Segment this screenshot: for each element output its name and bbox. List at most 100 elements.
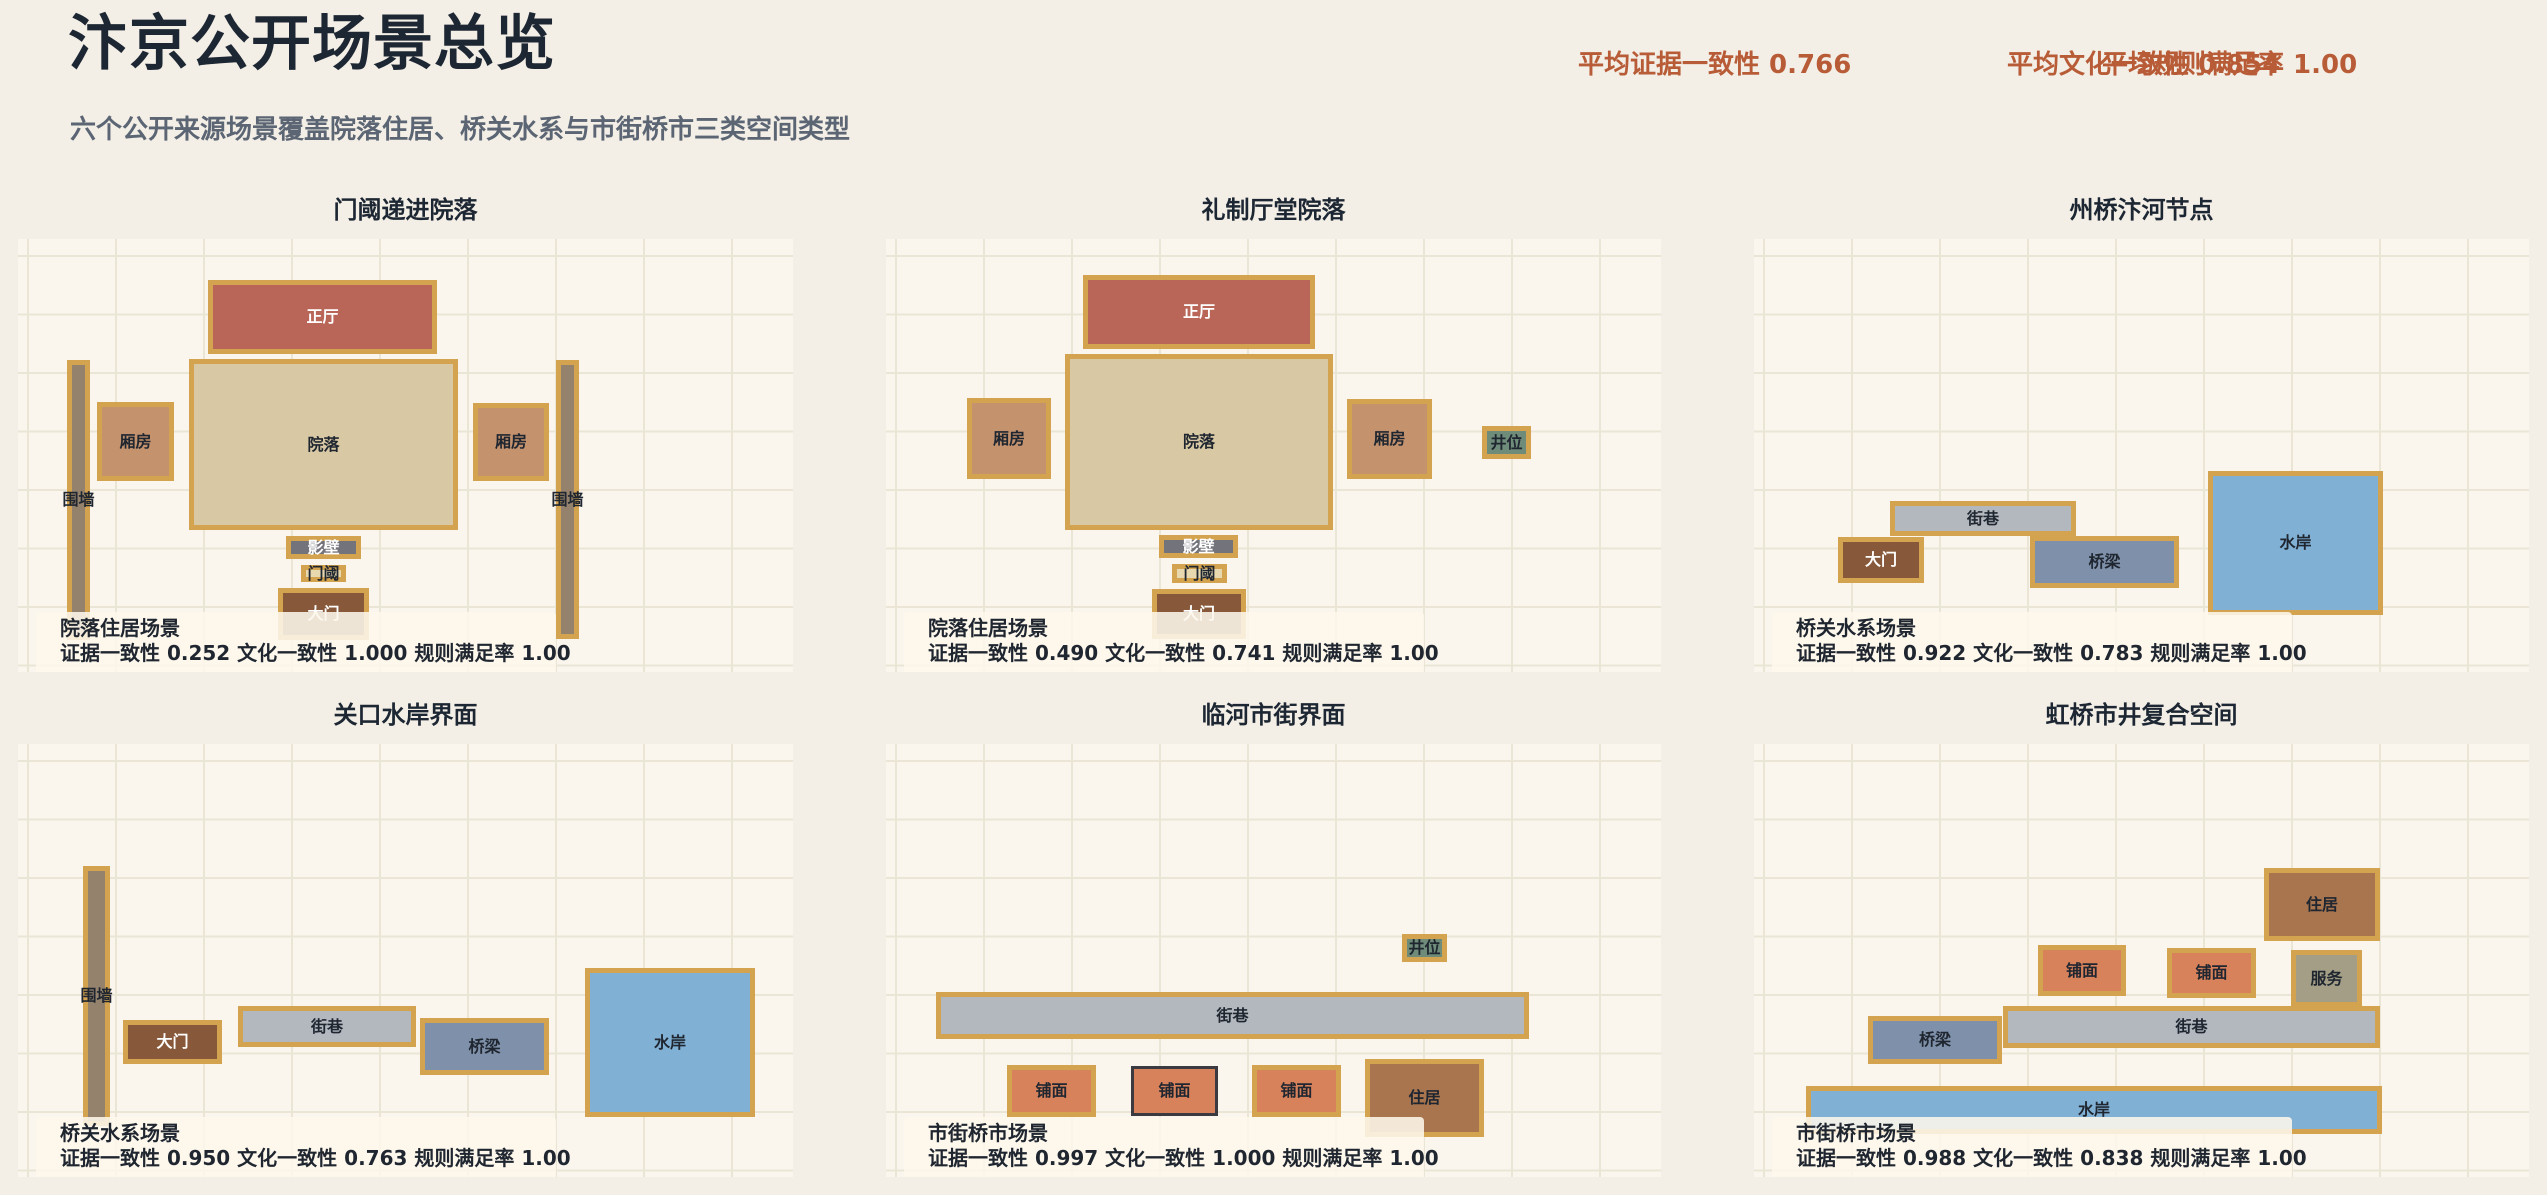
room-label: 围墙	[551, 489, 584, 509]
room-wing-room: 厢房	[473, 403, 549, 481]
stat-avg-culture: 平均文化一致性 0.854	[2007, 50, 2281, 80]
scene-panel: 围墙大门 街巷桥梁 水岸 桥关水系场景 证据一致性 0.950 文化一致性 0.76…	[18, 744, 793, 1177]
room-label: 大门	[156, 1032, 189, 1051]
scene-panel: 正厅院落厢房厢房井位影壁门阈大门 院落住居场景 证据一致性 0.490 文化一致…	[886, 239, 1661, 672]
room-bridge: 桥梁	[420, 1018, 549, 1075]
scene-type-label: 桥关水系场景	[60, 1121, 180, 1145]
room-label: 厢房	[992, 428, 1025, 448]
scene-panel: 街巷大门 桥梁 水岸 桥关水系场景 证据一致性 0.922 文化一致性 0.783 …	[1754, 239, 2529, 672]
room-label: 井位	[1408, 938, 1441, 957]
room-label: 水岸	[2077, 1100, 2110, 1119]
room-label: 服务	[2310, 968, 2343, 988]
scene-panel: 住居铺面 铺面 服务街巷桥梁水岸 市街桥市场景 证据一致性 0.988 文化一致性 …	[1754, 744, 2529, 1177]
scene-panel: 井位街巷铺面 铺面 铺面 住居 市街桥市场景 证据一致性 0.997 文化一致性 1.…	[886, 744, 1661, 1177]
room-label: 桥梁	[1918, 1030, 1951, 1049]
room-dwelling: 住居	[2264, 868, 2380, 941]
room-label: 院落	[1182, 432, 1215, 451]
room-label: 井位	[1490, 432, 1523, 452]
room-enclosure-wall: 围墙	[552, 360, 584, 639]
room-label: 铺面	[2195, 963, 2228, 982]
room-label: 铺面	[1035, 1081, 1068, 1100]
room-wing-room: 厢房	[1347, 399, 1432, 479]
room-street: 街巷	[1890, 501, 2076, 536]
scene-panel: 正厅院落厢房厢房围墙围墙影壁门阈大门 院落住居场景 证据一致性 0.252 文化…	[18, 239, 793, 672]
room-label: 桥梁	[2088, 552, 2121, 571]
room-waterfront: 水岸	[2208, 471, 2383, 615]
scene-info-box: 桥关水系场景 证据一致性 0.950 文化一致性 0.763 规则满足率 1.0…	[36, 1117, 571, 1177]
room-shopfront: 铺面	[2167, 948, 2256, 998]
room-service: 服务	[2291, 950, 2362, 1007]
scene-info-box: 市街桥市场景 证据一致性 0.997 文化一致性 1.000 规则满足率 1.0…	[904, 1117, 1439, 1177]
room-street: 街巷	[936, 992, 1529, 1039]
panel-title: 虹桥市井复合空间	[2045, 700, 2238, 729]
scene-type-label: 市街桥市场景	[1796, 1121, 1916, 1145]
room-main-hall: 正厅	[208, 280, 437, 354]
panel-title: 关口水岸界面	[333, 700, 478, 729]
room-threshold: 门阈	[1172, 564, 1227, 583]
room-shopfront: 铺面	[2038, 945, 2126, 996]
panel-title: 临河市街界面	[1201, 700, 1346, 729]
room-label: 水岸	[653, 1032, 686, 1052]
room-shopfront: 铺面	[1252, 1065, 1341, 1117]
room-well: 井位	[1402, 934, 1447, 962]
scene-metrics: 证据一致性 0.490 文化一致性 0.741 规则满足率 1.00	[928, 641, 1439, 665]
room-bridge: 桥梁	[2030, 536, 2179, 588]
scene-type-label: 桥关水系场景	[1796, 616, 1916, 640]
room-enclosure-wall: 围墙	[80, 866, 113, 1126]
panel-title: 门阈递进院落	[333, 195, 478, 224]
room-screen-wall: 影壁	[1159, 535, 1238, 558]
room-threshold: 门阈	[301, 563, 346, 583]
room-label: 街巷	[310, 1016, 343, 1036]
room-main-gate: 大门	[1838, 537, 1924, 583]
scene-info-box: 院落住居场景 证据一致性 0.252 文化一致性 1.000 规则满足率 1.0…	[36, 612, 571, 672]
page-subtitle: 六个公开来源场景覆盖院落住居、桥关水系与市街桥市三类空间类型	[70, 115, 851, 145]
room-bridge: 桥梁	[1868, 1016, 2002, 1064]
room-street: 街巷	[238, 1006, 416, 1047]
panel-title: 州桥汴河节点	[2069, 195, 2214, 224]
panel-title: 礼制厅堂院落	[1201, 195, 1346, 224]
room-shopfront: 铺面	[1007, 1065, 1096, 1117]
room-courtyard: 院落	[1065, 354, 1333, 530]
stat-avg-rule: 平均规则满足率 1.00	[2102, 50, 2358, 80]
scene-type-label: 市街桥市场景	[928, 1121, 1048, 1145]
scene-type-label: 院落住居场景	[928, 616, 1048, 640]
room-label: 厢房	[119, 431, 152, 451]
room-label: 围墙	[62, 490, 95, 509]
room-label: 影壁	[1182, 536, 1215, 556]
room-label: 大门	[1864, 550, 1897, 569]
room-label: 水岸	[2279, 533, 2312, 552]
room-label: 桥梁	[468, 1036, 501, 1056]
room-label: 围墙	[80, 986, 113, 1005]
room-label: 影壁	[307, 537, 340, 557]
room-label: 门阈	[307, 563, 340, 583]
room-courtyard: 院落	[189, 359, 458, 530]
scene-metrics: 证据一致性 0.922 文化一致性 0.783 规则满足率 1.00	[1796, 641, 2307, 665]
stat-avg-evidence: 平均证据一致性 0.766	[1578, 50, 1852, 80]
room-main-hall: 正厅	[1083, 275, 1315, 349]
room-screen-wall: 影壁	[286, 536, 361, 559]
scene-info-box: 院落住居场景 证据一致性 0.490 文化一致性 0.741 规则满足率 1.0…	[904, 612, 1439, 672]
room-wing-room: 厢房	[967, 398, 1051, 479]
room-label: 正厅	[306, 307, 339, 326]
scene-metrics: 证据一致性 0.997 文化一致性 1.000 规则满足率 1.00	[928, 1146, 1439, 1170]
room-label: 铺面	[1280, 1081, 1313, 1100]
room-well: 井位	[1482, 426, 1531, 459]
room-label: 厢房	[494, 432, 527, 451]
room-enclosure-wall: 围墙	[63, 360, 95, 640]
room-label: 街巷	[1966, 508, 1999, 528]
scene-metrics: 证据一致性 0.252 文化一致性 1.000 规则满足率 1.00	[60, 641, 571, 665]
room-street: 街巷	[2003, 1006, 2380, 1048]
room-label: 住居	[2305, 894, 2338, 914]
room-label: 街巷	[2175, 1017, 2208, 1036]
room-label: 住居	[1408, 1088, 1441, 1107]
room-label: 院落	[307, 434, 340, 454]
page-title: 汴京公开场景总览	[68, 9, 556, 79]
room-label: 铺面	[2065, 960, 2098, 980]
room-label: 铺面	[1158, 1081, 1191, 1100]
room-label: 门阈	[1183, 563, 1216, 583]
room-label: 街巷	[1216, 1005, 1249, 1025]
room-label: 正厅	[1182, 302, 1215, 321]
scene-metrics: 证据一致性 0.988 文化一致性 0.838 规则满足率 1.00	[1796, 1146, 2307, 1170]
room-wing-room: 厢房	[97, 402, 174, 481]
room-main-gate: 大门	[123, 1020, 222, 1064]
